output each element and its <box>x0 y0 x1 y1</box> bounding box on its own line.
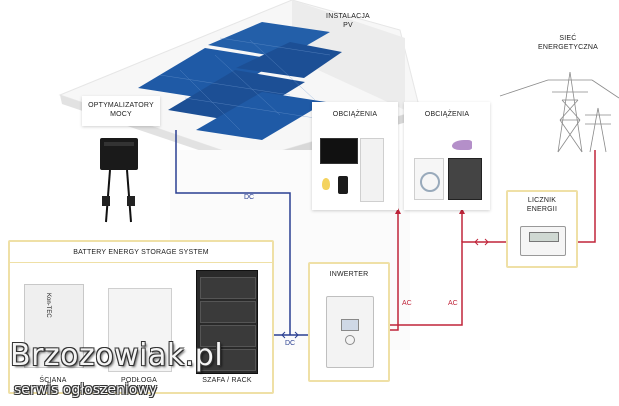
arrow-up-loads2 <box>459 208 465 214</box>
optimizers-label: OPTYMALIZATORY MOCY <box>88 102 154 118</box>
rack-label: SZAFA / RACK <box>202 377 252 384</box>
dc-bidirectional-icon <box>281 331 299 339</box>
loads-label-2: OBCIĄŻENIA <box>424 111 470 118</box>
bidirectional-arrow-icon <box>474 238 489 246</box>
washer-door-icon <box>420 172 440 192</box>
rack-module-4 <box>200 349 256 371</box>
rack-battery <box>196 270 258 374</box>
ac-label-right: AC <box>448 300 458 307</box>
power-tower-icon <box>499 71 619 153</box>
inverter-label: INWERTER <box>329 271 369 278</box>
solar-panels <box>138 22 342 140</box>
loads-label-1: OBCIĄŻENIA <box>332 111 378 118</box>
pv-installation-label: INSTALACJA PV <box>326 13 370 29</box>
arrow-up-loads <box>395 208 401 214</box>
grid-label: SIEĆ ENERGETYCZNA <box>538 35 598 51</box>
meter-device <box>520 226 566 256</box>
phone-icon <box>338 176 348 194</box>
inverter-display <box>341 319 359 331</box>
inverter-indicator <box>345 335 355 345</box>
watermark-subtitle: serwis ogłoszeniowy <box>14 382 158 398</box>
dc-wire-panel <box>175 130 291 335</box>
dc-label-top: DC <box>244 194 255 201</box>
floor-label: PODŁOGA <box>120 377 158 384</box>
wall-battery: Kon-TEC <box>24 284 84 368</box>
ac-wire-meter-grid <box>578 150 596 243</box>
meter-display <box>529 232 559 242</box>
ac-label-left: AC <box>402 300 412 307</box>
meter-label: LICZNIK ENERGII <box>526 197 558 213</box>
bess-title: BATTERY ENERGY STORAGE SYSTEM <box>73 249 209 256</box>
wall-battery-brand: Kon-TEC <box>45 293 51 318</box>
inverter-device <box>326 296 374 368</box>
rack-module-3 <box>200 325 256 347</box>
floor-battery <box>108 288 172 372</box>
wall-label: ŚCIANA <box>39 377 67 384</box>
rack-module-2 <box>200 301 256 323</box>
bulb-icon <box>322 178 330 190</box>
tv-icon <box>320 138 358 164</box>
fridge-icon <box>360 138 384 202</box>
bess-title-line <box>10 262 272 263</box>
dc-label-bottom: DC <box>285 340 296 347</box>
oven-icon <box>448 158 482 200</box>
optimizer-device <box>100 138 138 223</box>
iron-icon <box>452 140 472 150</box>
rack-module-1 <box>200 277 256 299</box>
watermark-title: Brzozowiak.pl <box>10 338 224 373</box>
optimizers-label-box <box>82 96 160 126</box>
